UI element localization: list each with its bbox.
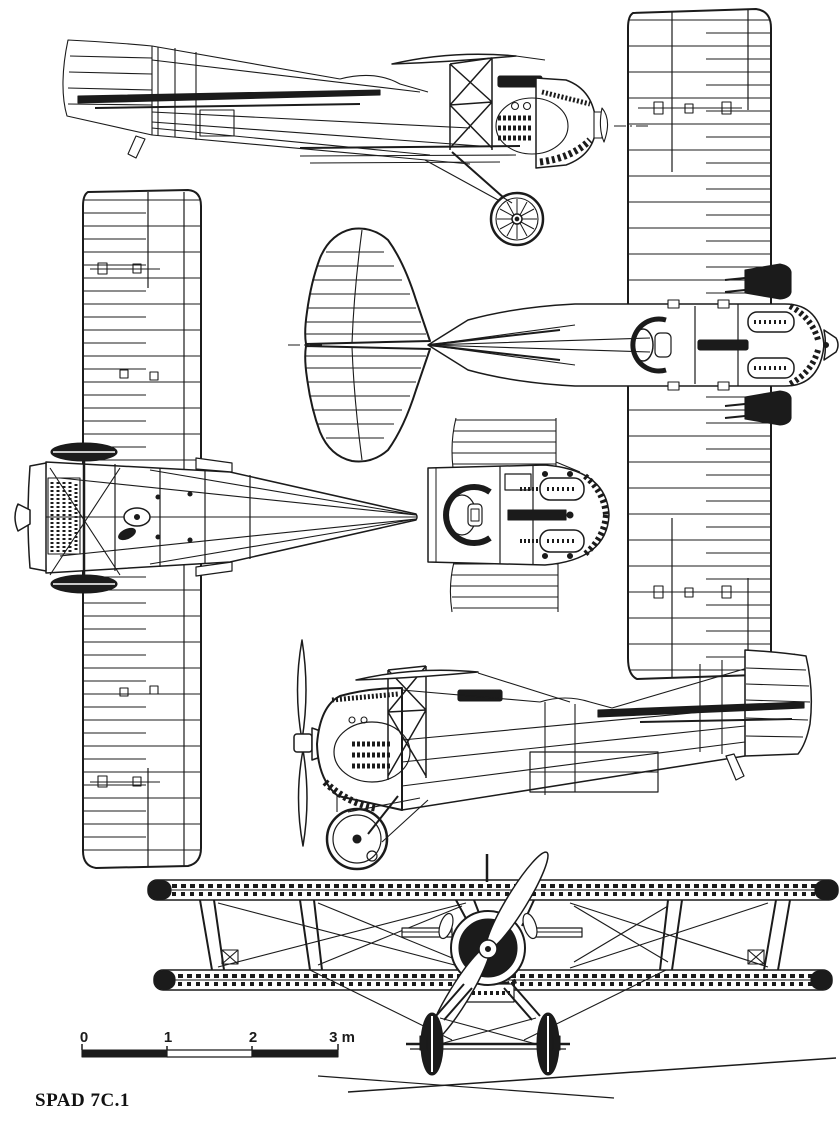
lower-wing-outline [82, 189, 202, 869]
scale-label-3m: 3 m [329, 1029, 355, 1046]
cockpit-opening [443, 484, 492, 546]
engine-cowling [535, 77, 597, 169]
scale-bar: 0 1 2 3 m [80, 1029, 355, 1058]
machine-gun [507, 509, 567, 521]
landing-gear-legs [435, 983, 541, 1021]
ground-line [317, 1075, 615, 1099]
ground-line [347, 1057, 837, 1093]
wheel [744, 263, 792, 300]
scale-label-2: 2 [249, 1029, 257, 1046]
spinner [823, 329, 839, 361]
tailplane-lower-lobe [304, 345, 431, 463]
disc-wheel [325, 807, 389, 871]
engine-cowling [316, 687, 403, 811]
spoked-wheel [489, 191, 545, 247]
side-view-nose-left [293, 639, 813, 871]
tailskid [725, 753, 745, 781]
front-view [147, 851, 839, 1099]
wing-rib-stubs [449, 561, 559, 613]
scale-label-1: 1 [164, 1029, 172, 1046]
side-view-nose-right [62, 39, 648, 247]
drawing-caption: SPAD 7C.1 [35, 1090, 130, 1111]
cabane-struts [449, 57, 493, 150]
spinner [14, 503, 31, 532]
scale-label-0: 0 [80, 1029, 88, 1046]
wing-rib-stubs [451, 417, 581, 473]
tailplane-upper-lobe [304, 227, 431, 345]
fuselage [427, 303, 825, 387]
rigging-wires [217, 902, 769, 969]
interplane-struts [199, 899, 791, 971]
engine-detail-plan-view [427, 417, 610, 613]
plan-view-nose-right [288, 8, 839, 680]
machine-gun [697, 339, 749, 351]
wheel [744, 390, 792, 426]
bottom-view-nose-left [14, 189, 418, 869]
propeller-hub [599, 107, 609, 143]
